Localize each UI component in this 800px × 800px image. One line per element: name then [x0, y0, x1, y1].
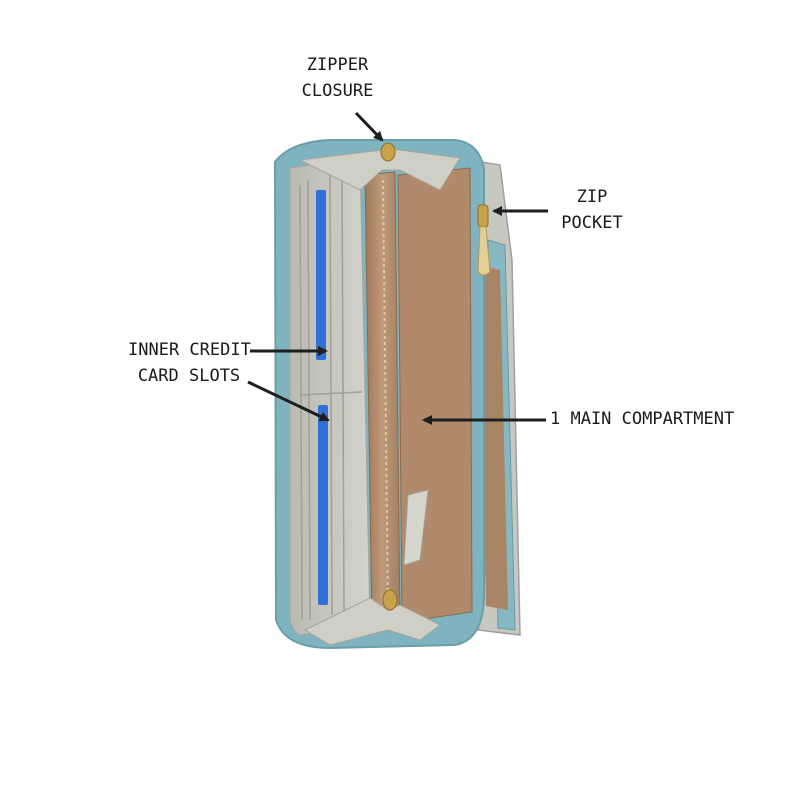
- label-zipper-closure-line1: ZIPPER: [306, 55, 369, 75]
- card-slots: [299, 171, 363, 621]
- label-zipper-closure-line2: CLOSURE: [301, 81, 374, 101]
- zipper-pull-top-icon: [380, 142, 396, 162]
- wallet-body: [273, 139, 521, 650]
- zipper-pull-bottom-icon: [382, 589, 398, 611]
- label-inner-credit-card-slots: INNER CREDIT CARD SLOTS: [128, 337, 251, 389]
- label-zipper-closure: ZIPPER CLOSURE: [300, 52, 375, 104]
- label-inner-credit-line1: INNER CREDIT: [128, 340, 251, 360]
- arrow-inner-credit-bottom: [247, 380, 330, 422]
- label-main-compartment-line1: 1 MAIN COMPARTMENT: [550, 409, 735, 429]
- label-main-compartment: 1 MAIN COMPARTMENT: [550, 406, 734, 432]
- arrow-zipper-closure: [354, 111, 384, 142]
- label-zip-pocket: ZIP POCKET: [560, 184, 624, 236]
- zip-pocket-pull-icon: [477, 204, 491, 276]
- label-zip-pocket-line2: POCKET: [561, 213, 623, 233]
- label-inner-credit-line2: CARD SLOTS: [137, 366, 241, 386]
- label-zip-pocket-line1: ZIP: [576, 187, 608, 207]
